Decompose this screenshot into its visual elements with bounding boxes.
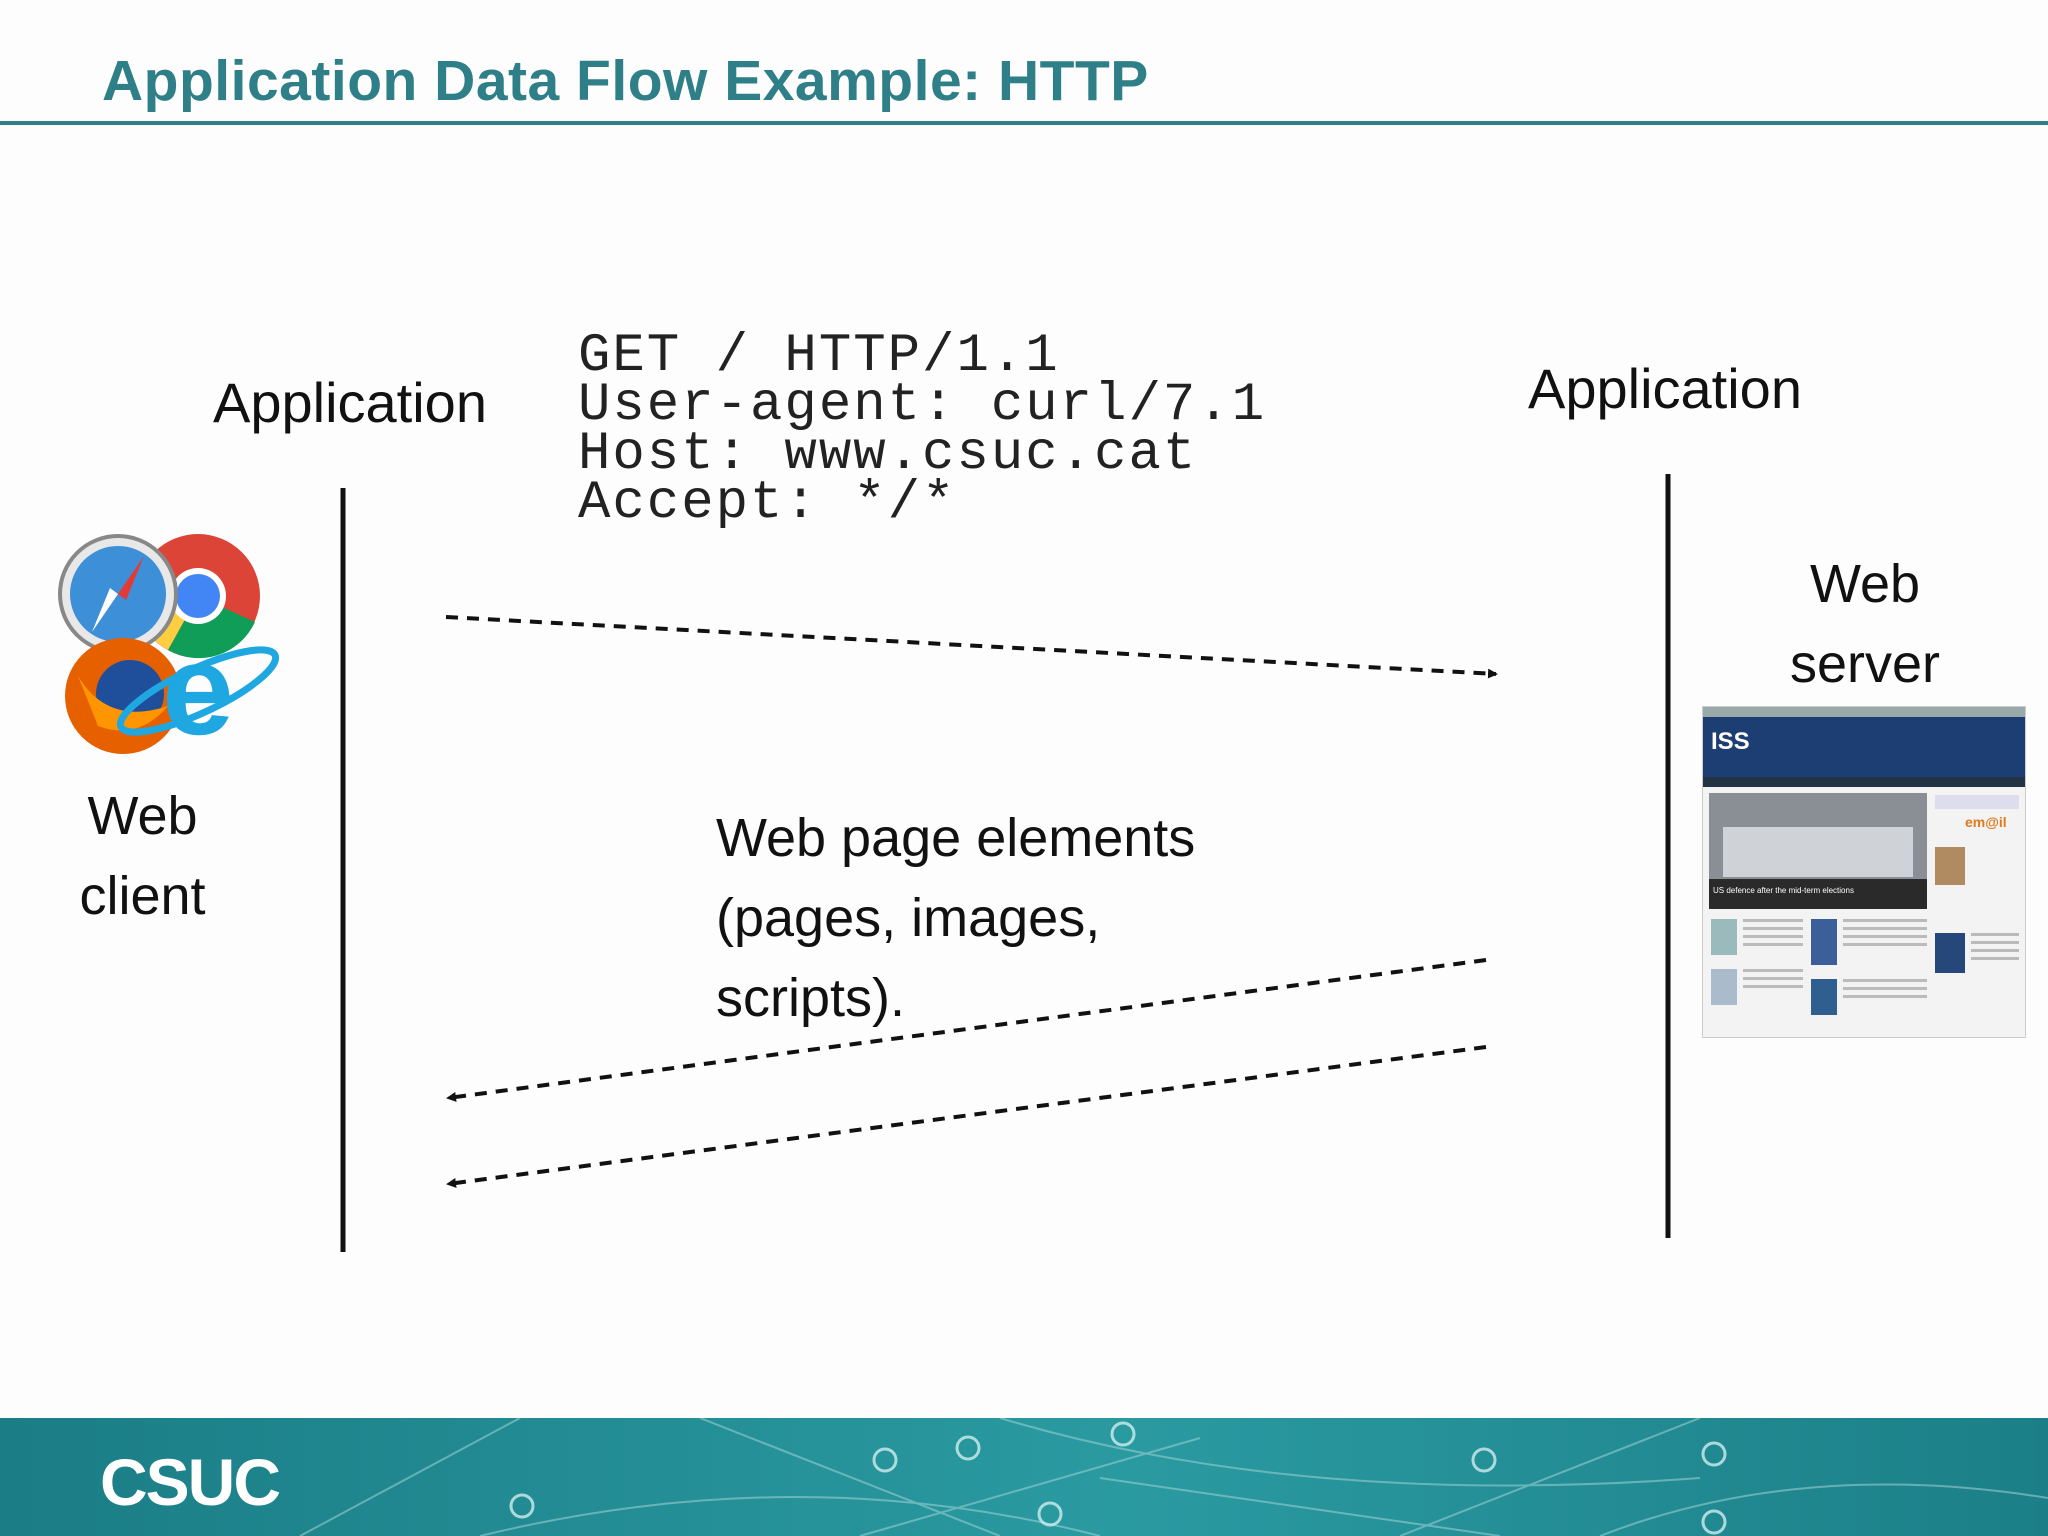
title-divider [0,121,2048,125]
response-description: Web page elements (pages, images, script… [716,798,1195,1038]
client-name-line2: client [79,866,206,926]
server-application-label: Application [1528,357,1802,420]
server-website-screenshot: ISS US defence after the mid-term electi… [1702,706,2026,1038]
website-thumbnail: ISS US defence after the mid-term electi… [1703,707,2025,1015]
browser-icons: e [58,534,280,762]
request-header-accept: Accept: */* [578,473,957,534]
site-headline: US defence after the mid-term elections [1713,886,1854,895]
network-pattern [299,1418,2048,1536]
response-line: (pages, images, [716,888,1101,948]
client-name-line1: Web [87,786,198,846]
site-email-badge: em@il [1965,814,2007,830]
http-request: GET / HTTP/1.1 User-agent: curl/7.1 Host… [578,326,1267,534]
slide-title: Application Data Flow Example: HTTP [102,49,1149,113]
server-name-line1: Web [1809,554,1921,614]
request-arrow [445,615,1498,679]
footer-band [0,1418,2048,1536]
response-arrow-1 [446,958,1487,1102]
internet-explorer-icon: e [116,616,280,762]
response-line: Web page elements [716,808,1196,868]
client-application-label: Application [213,371,487,434]
request-line: GET / HTTP/1.1 [578,326,1060,387]
response-arrow-2 [446,1045,1487,1188]
server-name-line2: server [1789,634,1941,694]
firefox-icon [65,638,181,754]
request-header-user-agent: User-agent: curl/7.1 [578,375,1267,436]
request-header-host: Host: www.csuc.cat [578,424,1198,485]
safari-icon [58,534,178,654]
csuc-logo: CSUC [100,1445,281,1519]
response-line: scripts). [716,968,905,1028]
site-logo: ISS [1711,728,1750,755]
web-client-label: Web client [60,776,225,936]
svg-text:e: e [162,616,234,762]
web-server-label: Web server [1760,544,1970,704]
